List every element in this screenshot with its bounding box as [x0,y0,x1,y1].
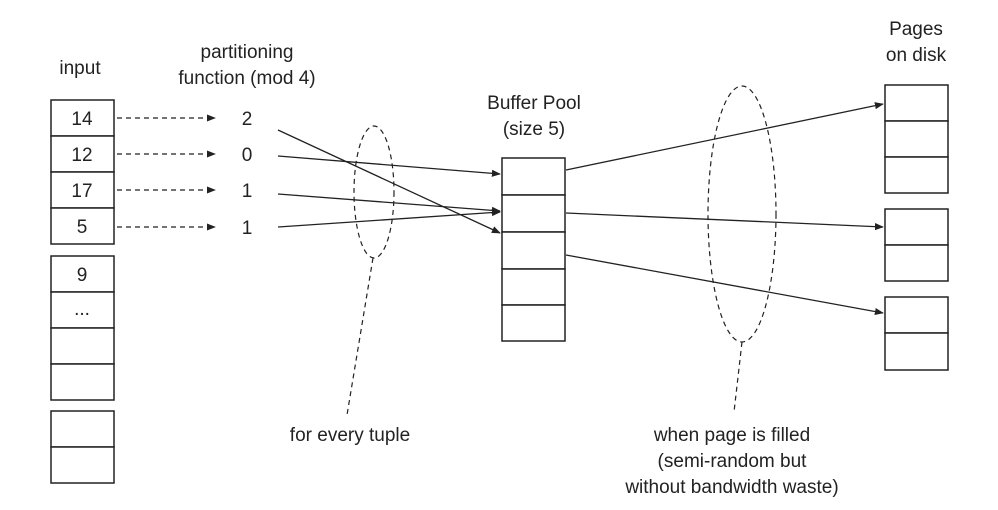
page-filled-leader [733,341,743,413]
disk-page-block [884,244,949,282]
disk-pages-label-line2: on disk [886,45,947,66]
disk-page-block [884,296,949,334]
every-tuple-ellipse [353,125,395,259]
input-cell: 17 [50,171,115,209]
partition-value: 1 [242,218,253,239]
input-cell: 12 [50,135,115,173]
arrow-buffer-to-disk [565,212,884,231]
input-label: input [59,58,101,79]
disk-page-block [884,332,949,371]
arrow-partition-to-buffer [277,155,501,177]
buffer-slot [501,194,566,233]
buffer-slot [501,268,566,306]
input-cell: 9 [50,255,115,293]
buffer-slot [501,157,566,196]
arrow-buffer-to-disk [565,102,884,171]
input-cell-value: 12 [71,145,92,166]
arrow-buffer-to-disk [565,254,884,316]
arrow-partition-to-buffer [277,208,501,228]
partitioning-label-line2: function (mod 4) [178,68,315,89]
partitioning-label-line1: partitioning [201,42,294,63]
buffer-slot [501,231,566,270]
input-cell-value: ... [74,299,90,320]
every-tuple-label: for every tuple [290,425,410,446]
partition-value: 0 [242,145,253,166]
page-filled-label-line1: when page is filled [653,425,810,446]
every-tuple-leader [346,257,374,416]
input-cell: 14 [50,99,115,137]
partition-value: 1 [242,181,253,202]
arrow-partition-to-buffer [277,129,501,234]
partition-value: 2 [242,109,253,130]
buffer-pool-label-line1: Buffer Pool [487,93,581,114]
page-filled-label-line2: (semi-random but [658,451,808,472]
input-cells: 14 12 17 5 9 ... [50,99,115,484]
input-cell: ... [50,291,115,329]
input-cell-value: 5 [77,217,88,238]
input-cell [50,363,115,401]
page-filled-ellipse [707,85,777,343]
buffer-slot [501,304,566,342]
disk-page-block [884,84,949,122]
disk-page-block [884,208,949,246]
input-cell [50,410,115,448]
input-cell-value: 9 [77,265,88,286]
page-filled-label-line3: without bandwidth waste) [624,477,838,498]
disk-pages [884,84,949,371]
input-cell [50,446,115,484]
input-cell-value: 17 [71,181,92,202]
input-cell: 5 [50,207,115,245]
buffer-pool [501,157,566,342]
disk-page-block [884,120,949,158]
disk-pages-label-line1: Pages [889,19,943,40]
buffer-pool-label-line2: (size 5) [503,119,565,140]
input-cell [50,327,115,365]
input-cell-value: 14 [71,109,93,130]
arrow-partition-to-buffer [277,193,501,214]
disk-page-block [884,156,949,194]
